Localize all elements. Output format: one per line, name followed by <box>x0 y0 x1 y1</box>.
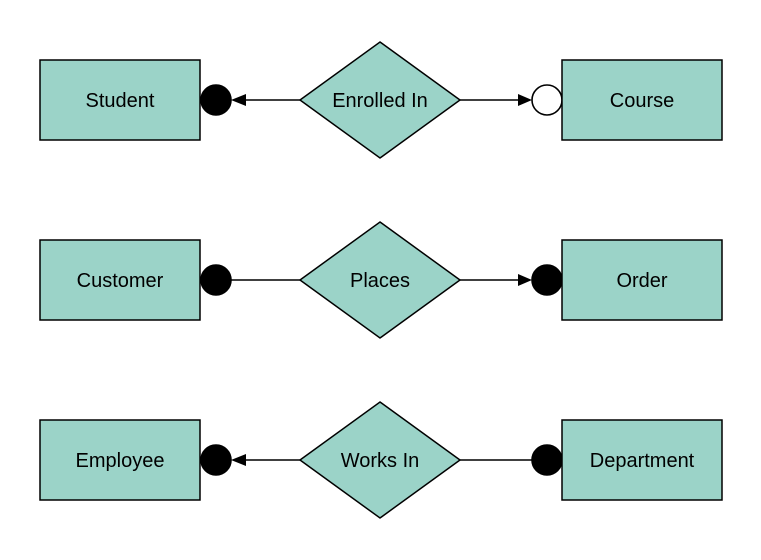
filled-circle-marker-order <box>531 264 563 296</box>
entity-customer-label: Customer <box>77 270 164 292</box>
relationship-works-in-label: Works In <box>341 450 420 472</box>
entity-department[interactable] <box>561 419 723 501</box>
arrowhead-left-icon <box>231 94 246 106</box>
relationship-enrolled-in[interactable] <box>298 41 462 159</box>
entity-course[interactable] <box>561 59 723 141</box>
relationship-row-student-course: Student Enrolled In Course <box>39 41 723 159</box>
entity-course-label: Course <box>610 90 674 112</box>
entity-employee[interactable] <box>39 419 201 501</box>
relationship-places[interactable] <box>298 221 462 339</box>
filled-circle-marker-customer <box>200 264 232 296</box>
filled-circle-marker-student <box>200 84 232 116</box>
filled-circle-marker-department <box>531 444 563 476</box>
entity-customer[interactable] <box>39 239 201 321</box>
entity-student[interactable] <box>39 59 201 141</box>
entity-order[interactable] <box>561 239 723 321</box>
entity-student-label: Student <box>86 90 155 112</box>
relationship-places-label: Places <box>350 270 410 292</box>
filled-circle-marker-employee <box>200 444 232 476</box>
arrowhead-right-icon <box>518 274 532 286</box>
open-circle-marker-course <box>531 84 563 116</box>
relationship-row-customer-order: Customer Places Order <box>39 221 723 339</box>
relationship-works-in[interactable] <box>298 401 462 519</box>
arrowhead-right-icon <box>518 94 532 106</box>
arrowhead-left-icon <box>231 454 246 466</box>
relationship-enrolled-in-label: Enrolled In <box>332 90 428 112</box>
relationship-row-employee-department: Employee Works In Department <box>39 401 723 519</box>
entity-department-label: Department <box>590 450 695 472</box>
entity-order-label: Order <box>616 270 667 292</box>
entity-employee-label: Employee <box>76 450 165 472</box>
